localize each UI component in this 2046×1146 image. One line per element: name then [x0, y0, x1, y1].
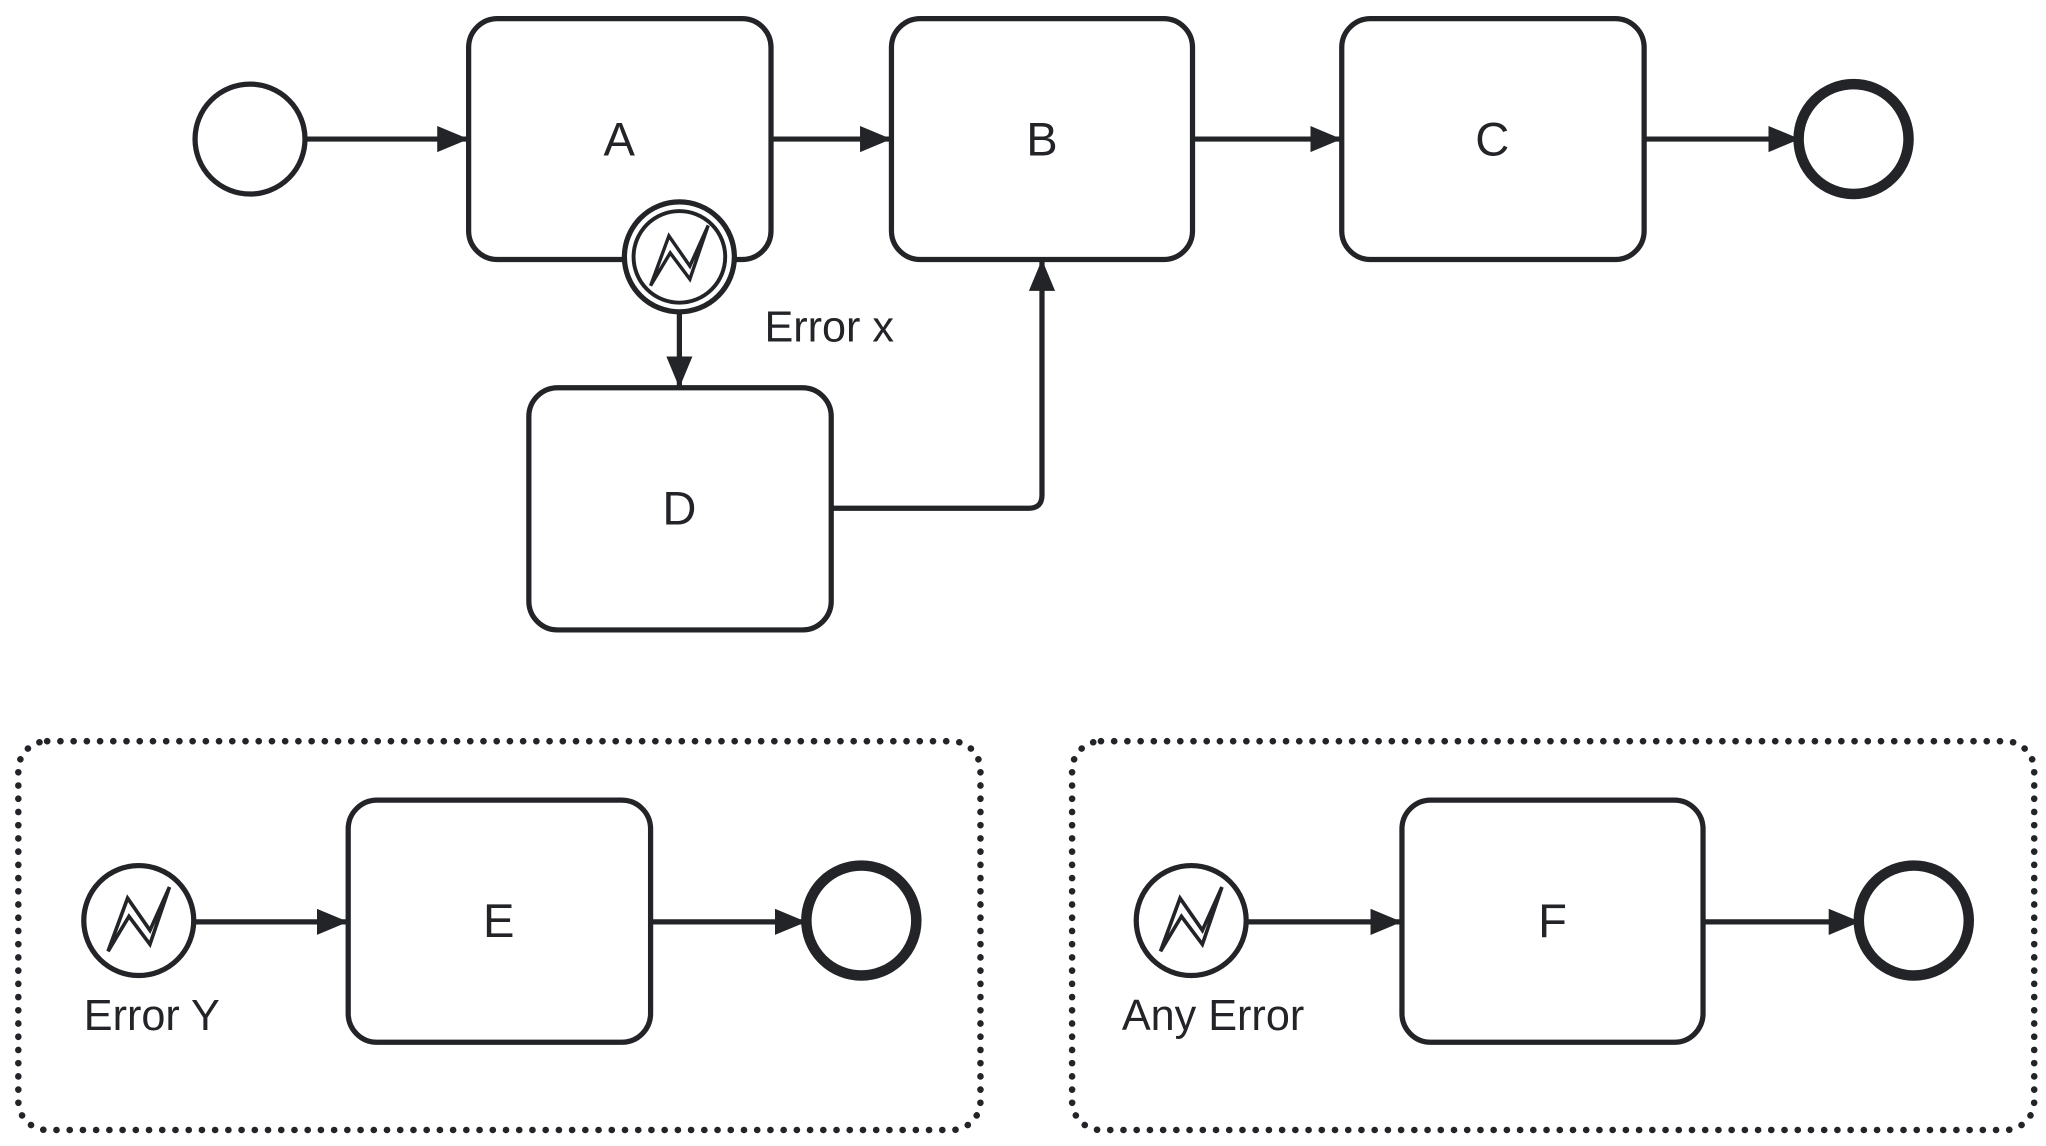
- task-a[interactable]: A: [466, 16, 774, 263]
- task-e[interactable]: E: [345, 797, 654, 1045]
- task-d[interactable]: D: [526, 385, 834, 633]
- start-any-error-event[interactable]: [1133, 862, 1249, 979]
- task-c[interactable]: C: [1339, 16, 1647, 263]
- task-f-label: F: [1538, 894, 1567, 947]
- main-process: A Error x B C D: [192, 16, 1914, 633]
- start-error-event-y[interactable]: [81, 862, 197, 979]
- task-b-label: B: [1026, 113, 1057, 166]
- event-subprocess-error-y: Error Y E: [15, 737, 984, 1134]
- task-f[interactable]: F: [1399, 797, 1706, 1045]
- subprocess-frame-any-error[interactable]: [1068, 737, 2038, 1134]
- task-e-label: E: [483, 894, 514, 947]
- task-a-label: A: [603, 113, 635, 166]
- subprocess-frame-error-y[interactable]: [15, 737, 984, 1134]
- boundary-error-label: Error x: [764, 304, 894, 352]
- flow-d-to-b[interactable]: [831, 259, 1056, 511]
- end-event-any-error[interactable]: [1853, 860, 1975, 981]
- task-d-label: D: [662, 482, 696, 535]
- event-subprocess-any-error: Any Error F: [1068, 737, 2038, 1134]
- error-y-label: Error Y: [84, 992, 220, 1040]
- start-event[interactable]: [192, 81, 308, 197]
- end-event[interactable]: [1793, 78, 1914, 200]
- task-b[interactable]: B: [888, 16, 1196, 263]
- any-error-label: Any Error: [1122, 992, 1304, 1040]
- end-event-error-y[interactable]: [801, 860, 922, 981]
- task-c-label: C: [1475, 113, 1509, 166]
- boundary-error-event[interactable]: [621, 199, 737, 315]
